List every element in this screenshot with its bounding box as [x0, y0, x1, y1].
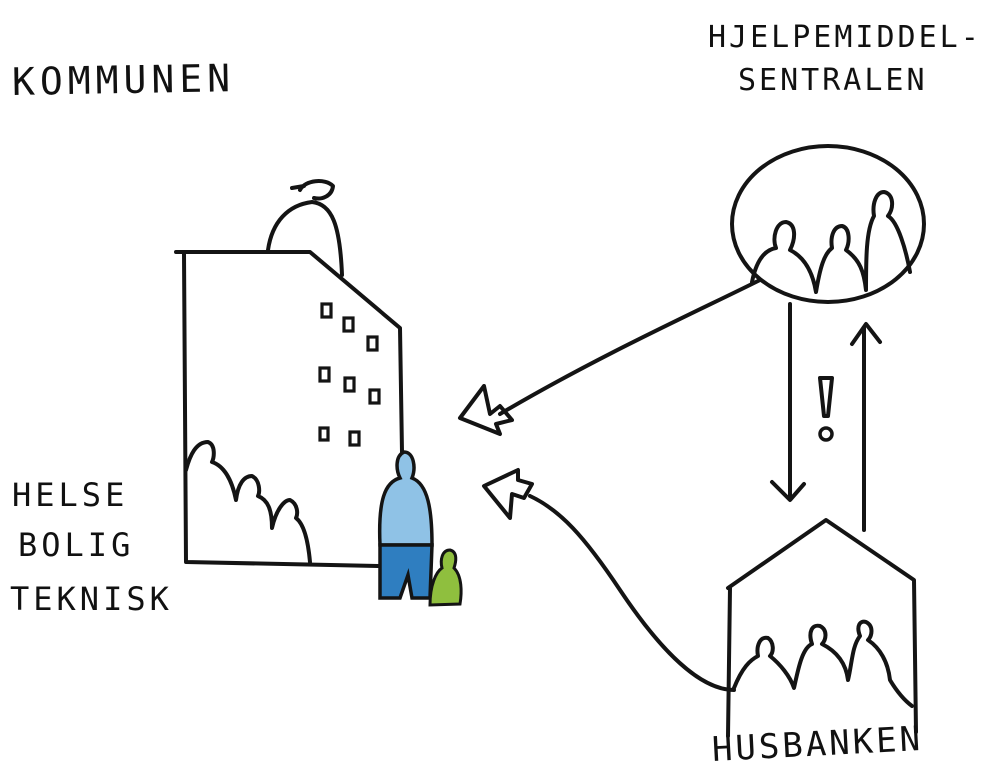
hjelpemiddel-label-line2: SENTRALEN	[738, 63, 928, 98]
building-windows	[320, 304, 379, 445]
roof-worker-head	[292, 181, 333, 198]
curve-house-to-building	[530, 496, 734, 690]
arrowhead-circle-to-building	[460, 386, 512, 434]
circle-people	[752, 192, 910, 292]
building-people	[186, 442, 310, 562]
husbanken-house	[728, 520, 916, 736]
arrow-up	[852, 324, 880, 530]
hjelpemiddel-label-line1: HJELPEMIDDEL-	[708, 20, 982, 55]
teknisk-label: TEKNISK	[10, 580, 173, 618]
kommunen-building	[176, 181, 402, 566]
kommunen-label: KOMMUNEN	[12, 56, 236, 104]
arrow-down	[772, 304, 804, 500]
helse-label: HELSE	[12, 476, 128, 514]
bolig-label: BOLIG	[18, 526, 134, 564]
arrowhead-house-to-building	[484, 470, 532, 518]
house-people	[734, 622, 912, 706]
roof-worker-body	[268, 202, 342, 275]
curve-circle-to-building	[500, 280, 760, 414]
green-child	[430, 550, 461, 605]
blue-person	[380, 452, 432, 598]
